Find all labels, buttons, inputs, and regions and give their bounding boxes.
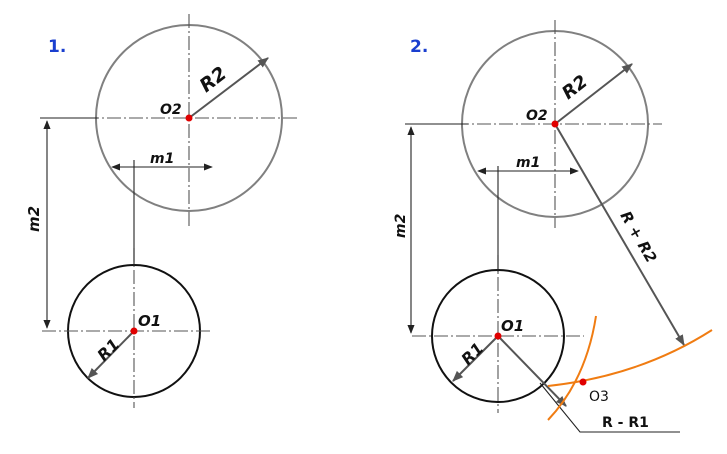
step-1-label: 1. — [48, 37, 66, 57]
label-o2: O2 — [160, 102, 182, 118]
radius-r2-arrow — [188, 57, 269, 119]
label-o2: O2 — [526, 108, 548, 124]
center-point-o3 — [579, 378, 587, 386]
center-point-o1 — [130, 327, 138, 335]
panel-2: 2. m2 m1 R2 R1 R + R2 R - R1 — [393, 20, 713, 433]
label-o1: O1 — [138, 312, 161, 330]
label-r1: R1 — [457, 339, 487, 369]
arc-r-minus-r1 — [547, 315, 597, 421]
label-r-plus-r2: R + R2 — [617, 208, 661, 266]
center-point-o1 — [494, 332, 502, 340]
label-r2: R2 — [196, 62, 231, 96]
panel-1: 1. m2 m1 R2 R1 O2 O1 — [25, 14, 298, 408]
label-m2: m2 — [393, 214, 409, 238]
label-r1: R1 — [93, 335, 123, 365]
radius-r1-arrow — [87, 330, 135, 379]
label-m1: m1 — [516, 155, 540, 171]
label-r-minus-r1: R - R1 — [602, 415, 649, 431]
label-m1: m1 — [150, 151, 174, 167]
radius-r2-arrow — [554, 63, 633, 125]
label-o3: O3 — [589, 389, 609, 405]
radius-r1-arrow — [452, 335, 499, 382]
line-r-minus-r1 — [497, 335, 567, 407]
label-m2: m2 — [25, 206, 43, 232]
center-point-o2 — [551, 120, 559, 128]
step-2-label: 2. — [410, 37, 428, 57]
center-point-o2 — [185, 114, 193, 122]
line-r-plus-r2 — [554, 123, 685, 346]
leader-r-minus-r1 — [539, 382, 680, 433]
label-o1: O1 — [501, 317, 524, 335]
arc-r-plus-r2 — [547, 329, 713, 387]
